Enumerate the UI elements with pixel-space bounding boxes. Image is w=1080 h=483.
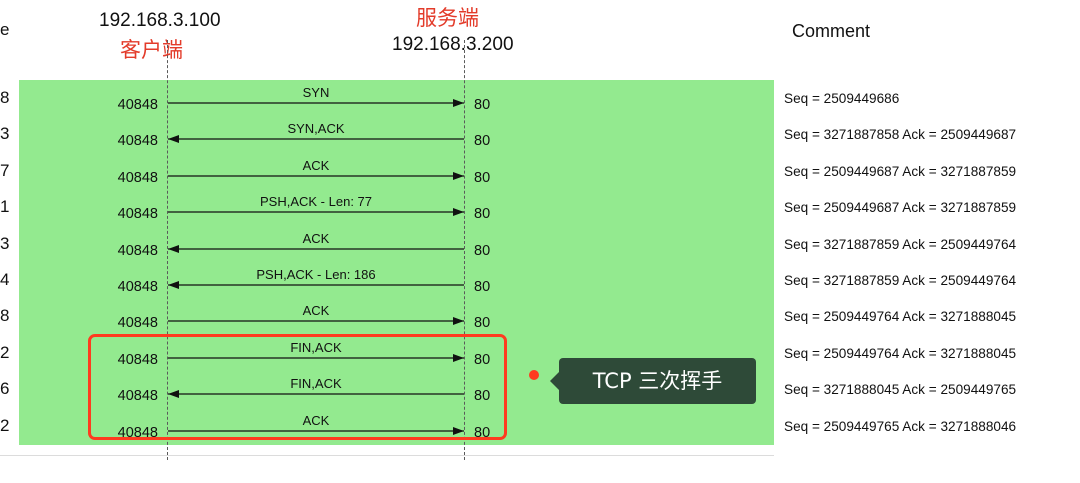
message-label: SYN,ACK: [287, 121, 345, 137]
packet-comment: Seq = 3271887859 Ack = 2509449764: [784, 236, 1017, 252]
message-label: SYN: [302, 85, 330, 100]
destination-port: 80: [474, 279, 491, 295]
time-fragment: 8: [0, 306, 10, 326]
server-label: 服务端: [416, 6, 479, 30]
time-column-header-fragment: e: [0, 20, 10, 39]
time-fragment: 4: [0, 270, 10, 289]
message-label: PSH,ACK - Len: 186: [256, 267, 376, 282]
arrow-left: [168, 244, 464, 253]
source-port: 40848: [117, 242, 158, 259]
message-label: ACK: [302, 303, 330, 319]
source-port: 40848: [117, 206, 158, 223]
time-fragment: 2: [0, 342, 10, 362]
arrow-right: [168, 426, 464, 435]
message-label: ACK: [302, 412, 330, 428]
time-fragment: 3: [0, 124, 10, 144]
client-label: 客户端: [120, 38, 183, 62]
destination-port: 80: [474, 97, 491, 113]
source-port: 40848: [117, 279, 158, 295]
arrow-right: [168, 353, 464, 362]
time-fragment: 8: [0, 88, 10, 107]
source-port: 40848: [117, 351, 158, 368]
source-port: 40848: [117, 133, 158, 150]
message-label: ACK: [302, 157, 330, 173]
message-label: ACK: [302, 230, 330, 246]
time-fragment: 2: [0, 415, 10, 435]
source-port: 40848: [117, 97, 158, 113]
arrow-right: [168, 208, 464, 217]
time-fragment: 6: [0, 379, 10, 399]
arrow-right: [168, 171, 464, 180]
four-way-handshake-highlight: [88, 334, 507, 440]
server-host-line: [464, 40, 465, 460]
message-label: FIN,ACK: [290, 376, 342, 392]
source-port: 40848: [117, 315, 158, 332]
packet-comment: Seq = 2509449764 Ack = 3271888045: [784, 309, 1017, 325]
panel-bottom-divider: [0, 455, 774, 456]
destination-port: 80: [474, 206, 491, 223]
server-ip-header: 192.168.3.200: [392, 34, 514, 55]
packet-comment: Seq = 3271888045 Ack = 2509449765: [784, 382, 1017, 398]
packet-comment: Seq = 2509449764 Ack = 3271888045: [784, 345, 1017, 361]
source-port: 40848: [117, 424, 158, 441]
destination-port: 80: [474, 388, 491, 405]
destination-port: 80: [474, 315, 491, 332]
client-host-line: [167, 40, 168, 460]
arrow-left: [168, 281, 464, 289]
arrow-right: [168, 317, 464, 326]
destination-port: 80: [474, 351, 491, 368]
destination-port: 80: [474, 133, 491, 150]
arrow-right: [168, 99, 464, 107]
arrow-left: [168, 390, 464, 399]
message-label: FIN,ACK: [290, 339, 342, 355]
destination-port: 80: [474, 169, 491, 186]
packet-comment: Seq = 2509449687 Ack = 3271887859: [784, 200, 1017, 216]
packet-comment: Seq = 2509449687 Ack = 3271887859: [784, 163, 1017, 179]
destination-port: 80: [474, 242, 491, 259]
annotation-tooltip: TCP 三次挥手: [550, 358, 756, 404]
client-ip-header: 192.168.3.100: [99, 10, 221, 31]
time-fragment: 3: [0, 233, 10, 253]
source-port: 40848: [117, 169, 158, 186]
comment-column-header: Comment: [792, 21, 871, 41]
message-label: PSH,ACK - Len: 77: [260, 194, 372, 210]
packet-comment: Seq = 3271887859 Ack = 2509449764: [784, 273, 1017, 288]
packet-comment: Seq = 3271887858 Ack = 2509449687: [784, 127, 1017, 143]
annotation-dot: [529, 370, 539, 380]
arrow-left: [168, 135, 464, 144]
packet-comment: Seq = 2509449686: [784, 91, 900, 106]
time-fragment: 1: [0, 197, 10, 217]
source-port: 40848: [117, 388, 158, 405]
destination-port: 80: [474, 424, 491, 441]
time-fragment: 7: [0, 160, 10, 180]
packet-comment: Seq = 2509449765 Ack = 3271888046: [784, 418, 1017, 434]
